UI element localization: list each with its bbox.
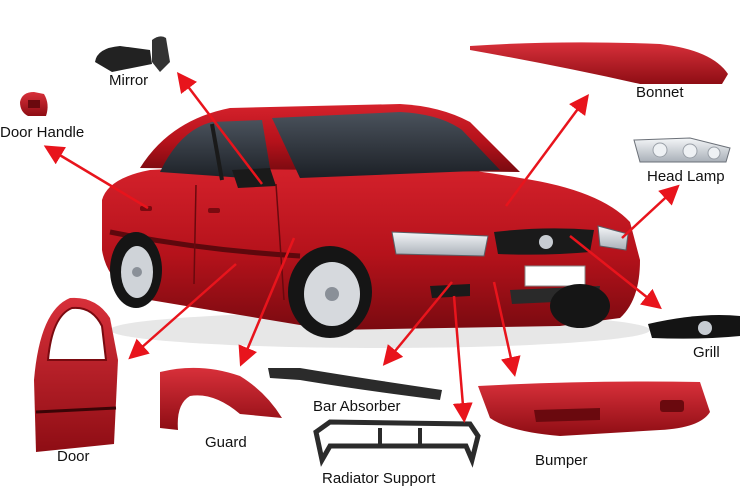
grill-part xyxy=(648,315,740,339)
arrow-grill xyxy=(569,235,662,310)
door-handle-part xyxy=(20,92,48,116)
door-part xyxy=(34,297,118,452)
door-handle-label: Door Handle xyxy=(0,124,85,141)
arrows xyxy=(43,72,680,423)
bonnet-label: Bonnet xyxy=(636,84,684,101)
arrow-door xyxy=(128,263,237,360)
arrow-bar-absorber xyxy=(382,281,453,366)
arrow-bumper xyxy=(492,281,521,377)
arrow-bonnet xyxy=(504,93,589,207)
radiator-support-label: Radiator Support xyxy=(322,470,436,487)
head-lamp-part xyxy=(633,137,731,163)
radiator-support-part xyxy=(313,419,481,468)
bumper-label: Bumper xyxy=(535,452,588,469)
arrow-door-handle xyxy=(43,145,149,210)
arrow-mirror xyxy=(176,72,263,185)
arrow-radiator-support xyxy=(452,295,473,423)
bumper-part xyxy=(478,381,710,436)
door-label: Door xyxy=(57,448,90,465)
grill-label: Grill xyxy=(693,344,720,361)
mirror-part xyxy=(95,36,170,72)
guard-part xyxy=(160,367,282,430)
bar-absorber-part xyxy=(268,368,442,400)
bonnet-part xyxy=(470,42,728,84)
head-lamp-label: Head Lamp xyxy=(647,168,725,185)
arrow-guard xyxy=(238,237,296,367)
bar-absorber-label: Bar Absorber xyxy=(313,398,401,415)
guard-label: Guard xyxy=(205,434,247,451)
mirror-label: Mirror xyxy=(109,72,149,89)
car-illustration xyxy=(102,104,650,348)
arrow-head-lamp xyxy=(621,184,680,239)
